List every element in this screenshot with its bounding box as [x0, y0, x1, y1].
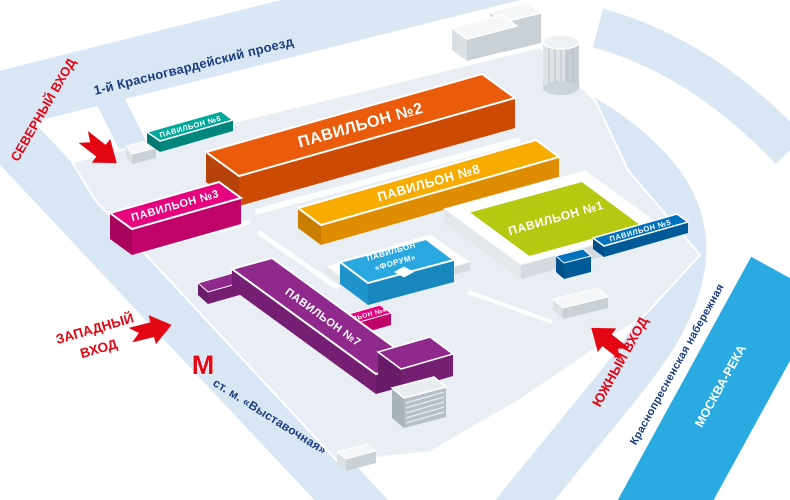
top-road-band	[0, 0, 520, 131]
storage-tank	[542, 34, 580, 95]
small-gray-side	[337, 452, 346, 471]
north-gate-building	[125, 139, 157, 164]
pavilion-8-front	[321, 157, 559, 245]
annex-front	[563, 297, 608, 319]
pavilion-6-top	[145, 110, 235, 142]
walkway	[467, 290, 553, 324]
annex-top	[551, 287, 610, 309]
pavilion-1-base-side	[444, 209, 521, 279]
louvered-building-top	[390, 376, 448, 399]
walkway	[254, 137, 521, 215]
louver-line	[405, 406, 445, 419]
forum-top	[337, 237, 457, 285]
louver-line	[405, 411, 445, 424]
pavilion-7-endblock-side	[378, 352, 401, 391]
north-gate-side	[126, 146, 132, 164]
metro-logo-icon: М	[192, 350, 215, 380]
louver-line	[405, 391, 445, 404]
pavilion-3-top	[107, 180, 244, 231]
louvered-building-side	[392, 388, 404, 428]
small-gray-front	[346, 451, 376, 471]
pavilion-5-annex-top	[554, 248, 593, 264]
tank-shade	[565, 42, 579, 88]
moskva-river	[617, 256, 790, 500]
pavilion-5-top	[591, 213, 690, 247]
pavilion-5-front	[604, 222, 688, 257]
northeast-road-band	[592, 8, 790, 164]
pavilion-2-top	[203, 72, 518, 178]
louvered-building	[390, 376, 448, 428]
pavilion-2-front	[239, 98, 515, 206]
pavilion-6-front	[160, 120, 233, 152]
entrance-arrows	[78, 131, 630, 360]
pavilion-8-top	[295, 138, 562, 227]
forum-diamond-icon	[394, 266, 414, 278]
annex-side	[553, 299, 563, 319]
pavilion-7-endblock-top	[376, 336, 455, 370]
west-entrance-arrow-icon	[128, 315, 172, 345]
pavilion-forum: ПАВИЛЬОН «ФОРУМ»	[324, 233, 472, 305]
forum-side	[340, 262, 368, 305]
south-entrance-arrow-icon	[591, 327, 630, 360]
forum-front	[368, 260, 454, 305]
annex-building	[551, 287, 610, 319]
pavilion-7-front	[232, 269, 376, 394]
service-building-front-top	[450, 14, 519, 40]
pavilion-6-side	[147, 132, 160, 152]
pavilion-3-side	[110, 213, 132, 255]
north-entrance-arrow-icon	[78, 131, 117, 164]
walkway	[256, 229, 340, 291]
pavilion-8-side	[298, 208, 321, 245]
service-building-front-front	[467, 26, 517, 61]
service-building-front	[450, 14, 519, 61]
small-gray-building	[335, 443, 378, 471]
tank-bottom	[543, 81, 579, 95]
small-gray-top	[335, 443, 378, 460]
pavilion-3-front	[132, 198, 241, 255]
pavilion-3: ПАВИЛЬОН №3	[107, 180, 244, 255]
north-gate-front	[132, 148, 156, 164]
tank-top	[542, 34, 580, 50]
louver-line	[405, 401, 445, 414]
louver-line	[405, 396, 445, 409]
pavilion-7-wing-side	[198, 283, 208, 304]
west-entrance-label-line2: ВХОД	[79, 336, 120, 361]
west-road-band	[0, 101, 389, 500]
pavilion-5-side	[593, 238, 604, 257]
